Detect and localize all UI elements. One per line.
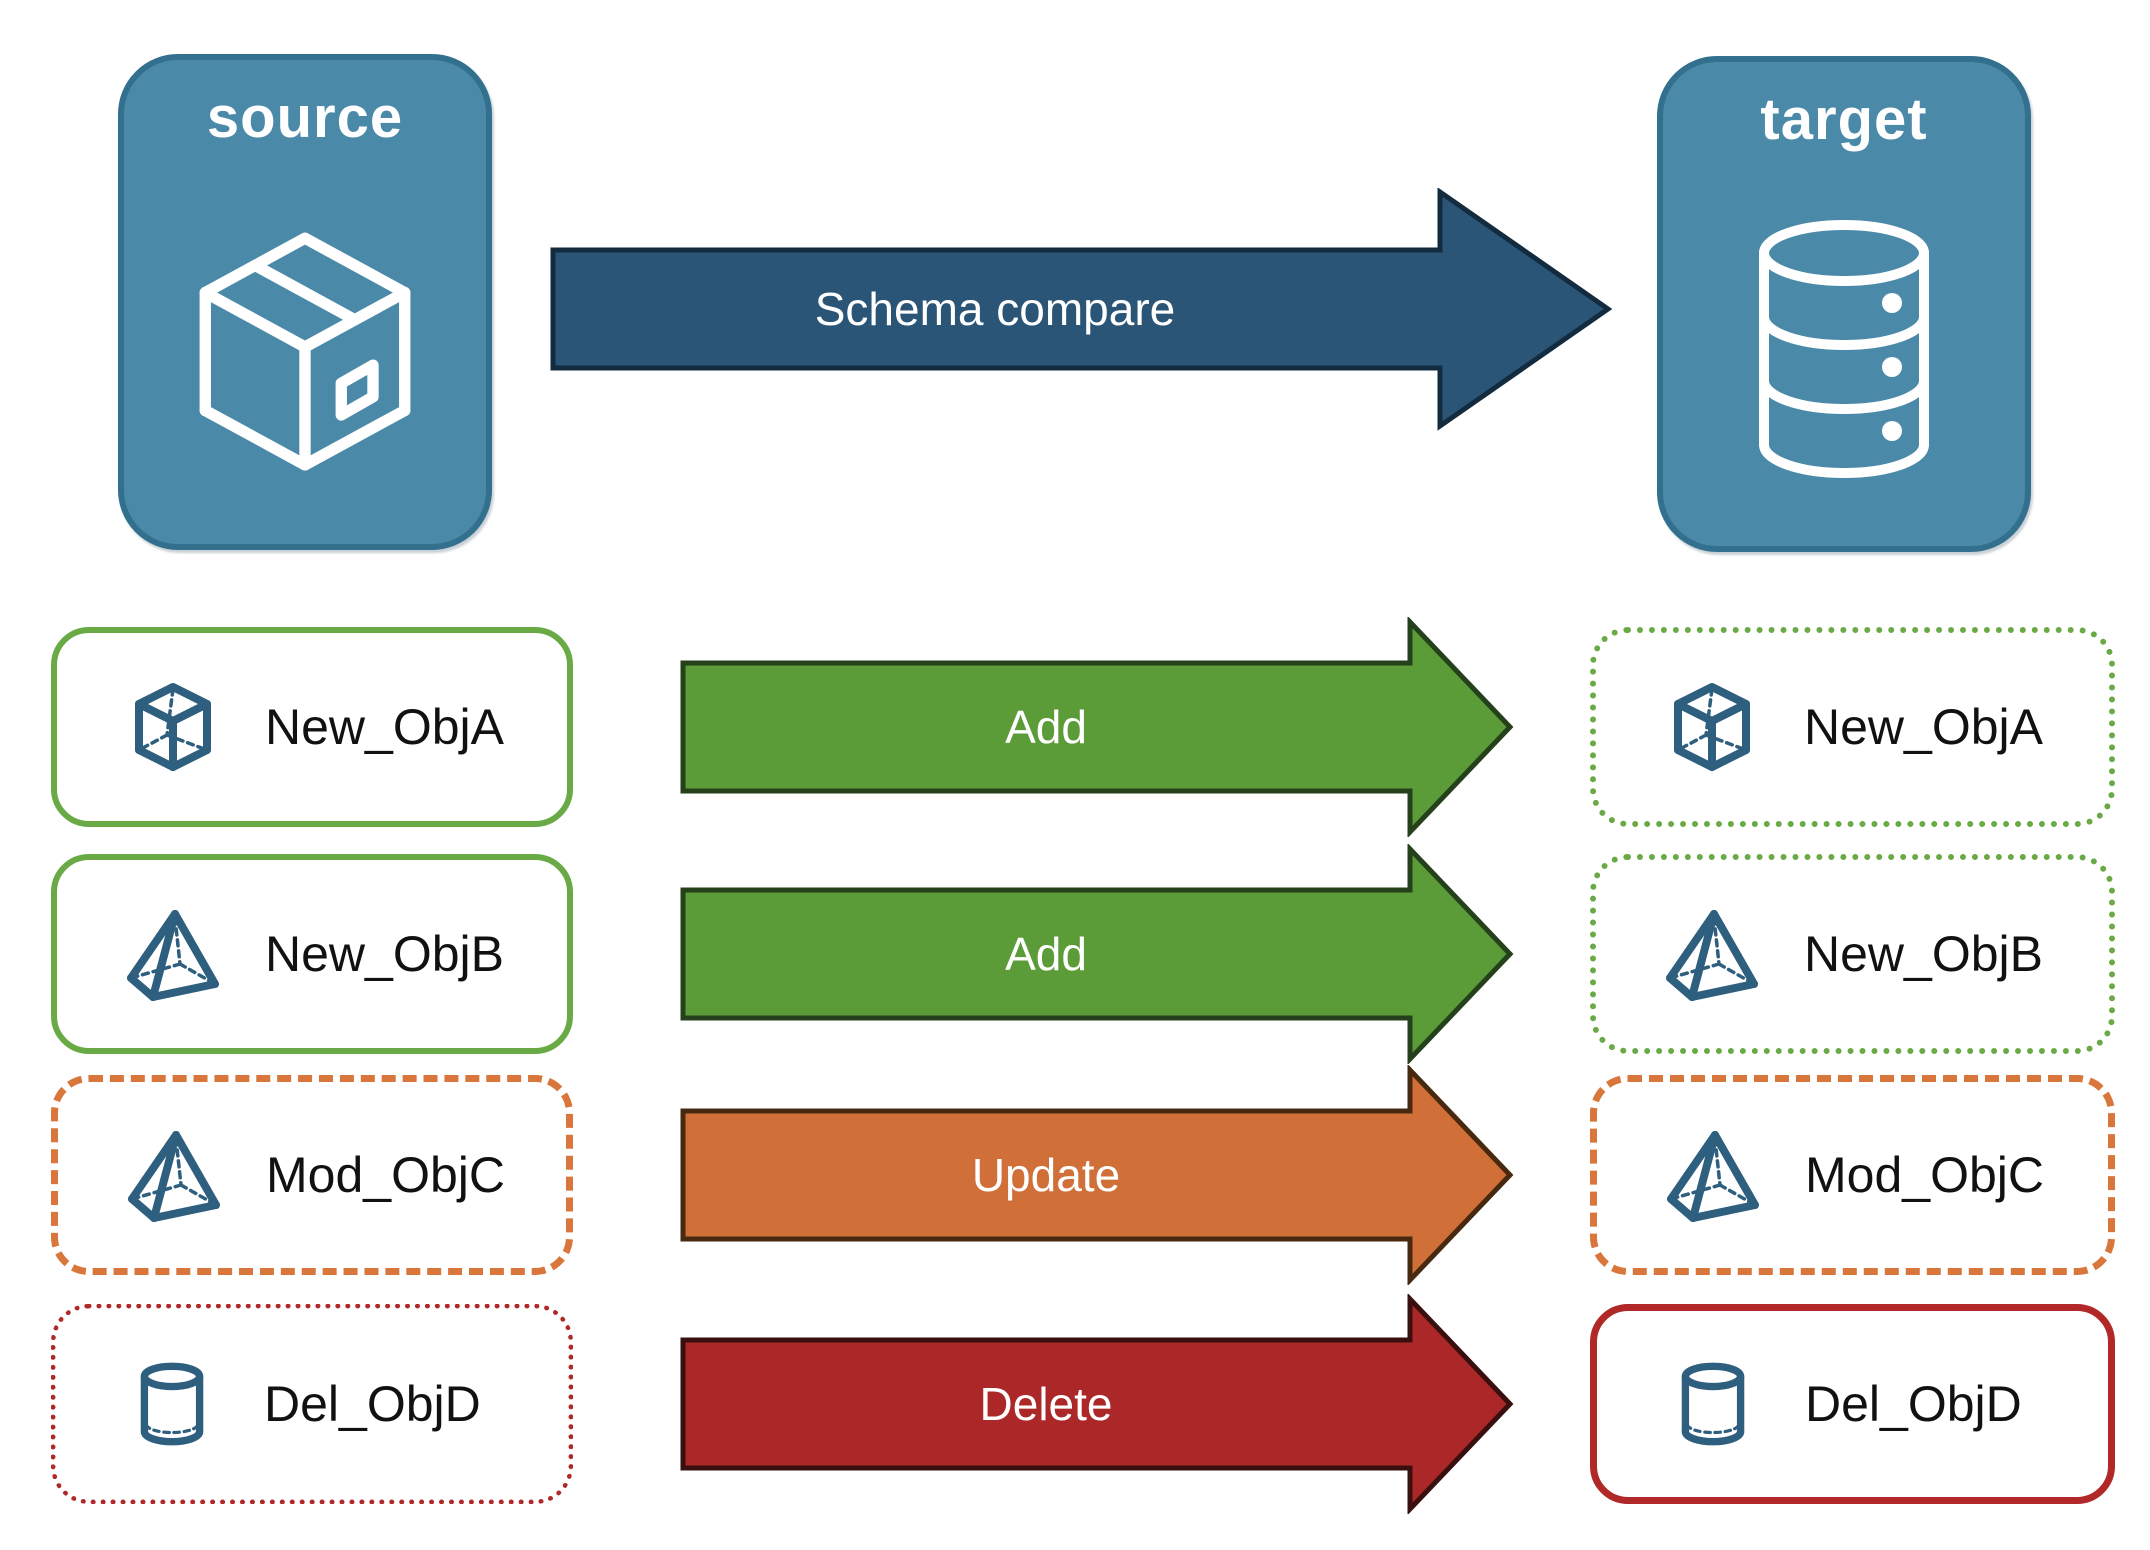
- target-object-box-row2: New_ObjB: [1590, 854, 2115, 1054]
- source-title: source: [206, 85, 404, 150]
- target-object-box-row4: Del_ObjD: [1590, 1304, 2115, 1504]
- source-icon-wrap: [124, 150, 486, 544]
- schema-compare-arrow: Schema compare: [550, 188, 1612, 431]
- object-label: New_ObjB: [1804, 926, 2043, 982]
- database-icon: [1759, 219, 1929, 478]
- target-icon-wrap: [1663, 152, 2025, 546]
- add-arrow-row1: Add: [680, 617, 1514, 837]
- target-title: target: [1760, 87, 1928, 152]
- source-object-box-row3: Mod_ObjC: [51, 1075, 573, 1275]
- object-label: New_ObjB: [265, 926, 504, 982]
- action-label: Delete: [980, 1378, 1113, 1430]
- action-label: Add: [1005, 701, 1087, 753]
- pyramid-icon: [123, 899, 223, 1009]
- source-object-box-row1: New_ObjA: [51, 627, 573, 827]
- cylinder-icon: [122, 1349, 222, 1459]
- pyramid-icon: [1663, 1120, 1763, 1230]
- package-box-icon: [199, 232, 411, 471]
- cube-icon: [1662, 672, 1762, 782]
- object-label: New_ObjA: [1804, 699, 2043, 755]
- target-object-box-row1: New_ObjA: [1590, 627, 2115, 827]
- object-label: Mod_ObjC: [1805, 1147, 2044, 1203]
- pyramid-icon: [1662, 899, 1762, 1009]
- schema-compare-label: Schema compare: [815, 283, 1176, 335]
- update-arrow-row3: Update: [680, 1065, 1514, 1285]
- source-object-box-row2: New_ObjB: [51, 854, 573, 1054]
- target-object-box-row3: Mod_ObjC: [1590, 1075, 2115, 1275]
- delete-arrow-row4: Delete: [680, 1294, 1514, 1514]
- cube-icon: [123, 672, 223, 782]
- object-label: New_ObjA: [265, 699, 504, 755]
- object-label: Del_ObjD: [1805, 1376, 2022, 1432]
- add-arrow-row2: Add: [680, 844, 1514, 1064]
- object-label: Del_ObjD: [264, 1376, 481, 1432]
- object-label: Mod_ObjC: [266, 1147, 505, 1203]
- cylinder-icon: [1663, 1349, 1763, 1459]
- action-label: Add: [1005, 928, 1087, 980]
- source-object-box-row4: Del_ObjD: [51, 1304, 573, 1504]
- action-label: Update: [972, 1149, 1120, 1201]
- pyramid-icon: [124, 1120, 224, 1230]
- source-node: source: [118, 54, 492, 550]
- target-node: target: [1657, 56, 2031, 552]
